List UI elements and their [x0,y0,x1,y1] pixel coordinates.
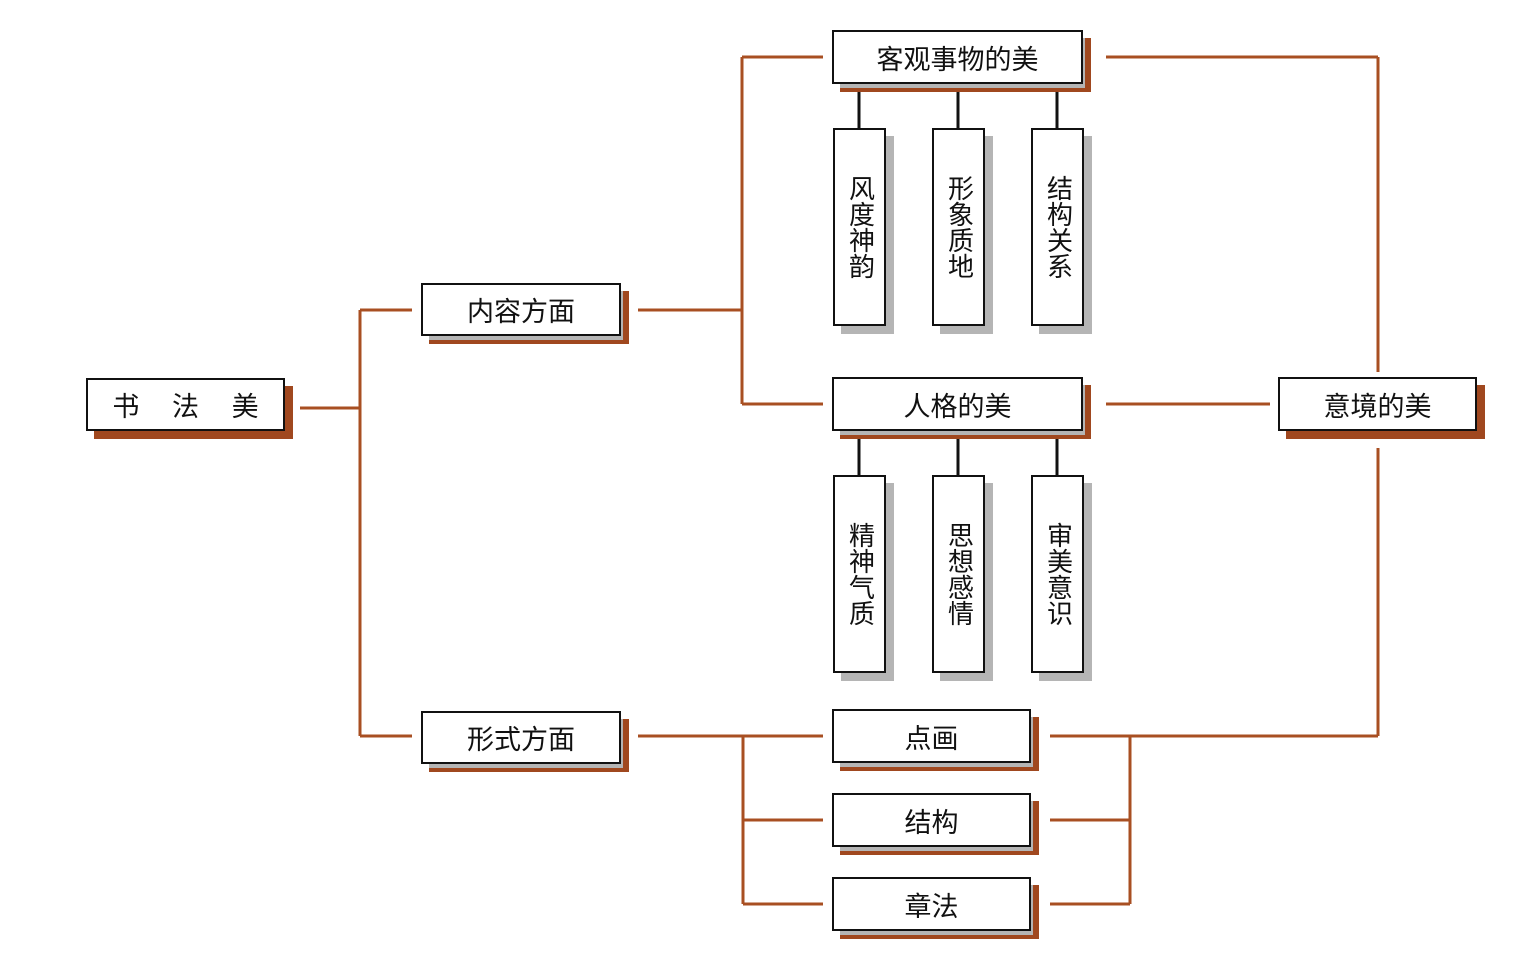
node-label: 形式方面 [421,711,621,764]
node-label: 书 法 美 [86,378,285,431]
node-label: 内容方面 [421,283,621,336]
node-label: 意境的美 [1278,377,1477,431]
node-form: 形式方面 [421,711,629,772]
node-composition: 章法 [832,877,1039,939]
node-label: 结构关系 [1031,128,1084,326]
node-strokes: 点画 [832,709,1039,771]
node-label: 风度神韵 [833,128,886,326]
node-image-texture: 形象质地 [932,128,993,334]
node-charm: 风度神韵 [833,128,894,334]
node-personality-beauty: 人格的美 [832,377,1091,439]
node-label: 精神气质 [833,475,886,673]
connector-form [638,734,823,906]
node-label: 章法 [832,877,1031,931]
node-structure-relation: 结构关系 [1031,128,1092,334]
node-label: 形象质地 [932,128,985,326]
connector-root [300,308,412,738]
node-root: 书 法 美 [86,378,293,439]
node-objective-beauty: 客观事物的美 [832,30,1091,92]
node-label: 点画 [832,709,1031,763]
connector-artistic [1050,55,1380,906]
node-aesthetic-awareness: 审美意识 [1031,475,1092,681]
node-spirit-temperament: 精神气质 [833,475,894,681]
node-structure: 结构 [832,793,1039,855]
connector-content [638,55,823,406]
node-content: 内容方面 [421,283,629,344]
node-label: 客观事物的美 [832,30,1083,84]
node-label: 审美意识 [1031,475,1084,673]
node-label: 思想感情 [932,475,985,673]
node-thought-emotion: 思想感情 [932,475,993,681]
node-label: 人格的美 [832,377,1083,431]
node-label: 结构 [832,793,1031,847]
node-artistic-conception: 意境的美 [1278,377,1485,439]
